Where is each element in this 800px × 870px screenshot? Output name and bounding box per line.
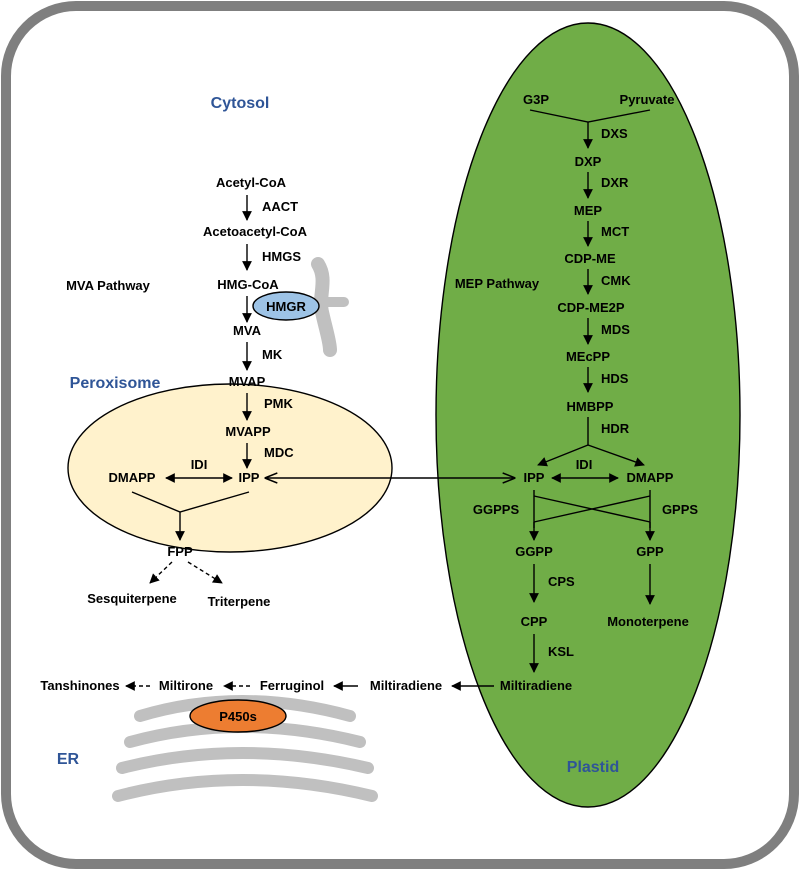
plastid-label: Plastid — [567, 759, 619, 776]
hds-enzyme: HDS — [601, 371, 629, 386]
ggpp-node: GGPP — [515, 544, 553, 559]
er-membrane-hmgr — [311, 257, 349, 357]
hmgr-enzyme-bubble — [252, 291, 320, 321]
dxr-enzyme: DXR — [601, 175, 629, 190]
peroxisome-label: Peroxisome — [70, 375, 161, 392]
mds-enzyme: MDS — [601, 322, 630, 337]
ipp-peroxisome-node: IPP — [239, 470, 260, 485]
peroxisome-organelle — [67, 383, 393, 553]
miltiradiene-er-node: Miltiradiene — [370, 678, 442, 693]
miltiradiene-plastid-node: Miltiradiene — [500, 678, 572, 693]
mep-node: MEP — [574, 203, 603, 218]
mvap-node: MVAP — [229, 374, 266, 389]
cps-enzyme: CPS — [548, 574, 575, 589]
plastid-organelle — [435, 22, 741, 808]
ggpps-enzyme: GGPPS — [473, 502, 520, 517]
cdp-me-node: CDP-ME — [564, 251, 616, 266]
mva-pathway-label: MVA Pathway — [66, 278, 151, 293]
cmk-enzyme: CMK — [601, 273, 631, 288]
er-label: ER — [57, 751, 80, 768]
cpp-node: CPP — [521, 614, 548, 629]
monoterpene-node: Monoterpene — [607, 614, 689, 629]
hmg-coa-node: HMG-CoA — [217, 277, 279, 292]
arrow-fpp-sesquiterpene — [149, 561, 173, 584]
cytosol-label: Cytosol — [211, 95, 270, 112]
sesquiterpene-node: Sesquiterpene — [87, 591, 177, 606]
hmbpp-node: HMBPP — [567, 399, 614, 414]
mva-node: MVA — [233, 323, 262, 338]
pyruvate-node: Pyruvate — [620, 92, 675, 107]
idi-plastid-enzyme: IDI — [576, 457, 593, 472]
ferruginol-node: Ferruginol — [260, 678, 324, 693]
cdp-me2p-node: CDP-ME2P — [557, 300, 625, 315]
acetoacetyl-coa-node: Acetoacetyl-CoA — [203, 224, 308, 239]
miltirone-node: Miltirone — [159, 678, 213, 693]
hmgr-enzyme: HMGR — [266, 299, 306, 314]
hdr-enzyme: HDR — [601, 421, 630, 436]
triterpene-node: Triterpene — [208, 594, 271, 609]
mecpp-node: MEcPP — [566, 349, 610, 364]
ksl-enzyme: KSL — [548, 644, 574, 659]
tanshinones-node: Tanshinones — [40, 678, 119, 693]
aact-enzyme: AACT — [262, 199, 298, 214]
gpp-node: GPP — [636, 544, 664, 559]
pmk-enzyme: PMK — [264, 396, 294, 411]
mct-enzyme: MCT — [601, 224, 629, 239]
acetyl-coa-node: Acetyl-CoA — [216, 175, 287, 190]
dmapp-peroxisome-node: DMAPP — [109, 470, 156, 485]
hmgs-enzyme: HMGS — [262, 249, 301, 264]
ipp-plastid-node: IPP — [524, 470, 545, 485]
arrow-hmbpp-dmapp — [587, 444, 645, 467]
p450s-enzyme-bubble — [189, 699, 287, 733]
mvapp-node: MVAPP — [225, 424, 271, 439]
arrow-hmbpp-ipp — [537, 444, 589, 467]
mdc-enzyme: MDC — [264, 445, 294, 460]
idi-peroxisome-enzyme: IDI — [191, 457, 208, 472]
dxp-node: DXP — [575, 154, 602, 169]
gpps-enzyme: GPPS — [662, 502, 698, 517]
dmapp-plastid-node: DMAPP — [627, 470, 674, 485]
g3p-node: G3P — [523, 92, 549, 107]
dxs-enzyme: DXS — [601, 126, 628, 141]
mk-enzyme: MK — [262, 347, 283, 362]
fpp-node: FPP — [167, 544, 193, 559]
p450s-enzyme: P450s — [219, 709, 257, 724]
mep-pathway-label: MEP Pathway — [455, 276, 540, 291]
line-cross-b — [533, 495, 651, 523]
